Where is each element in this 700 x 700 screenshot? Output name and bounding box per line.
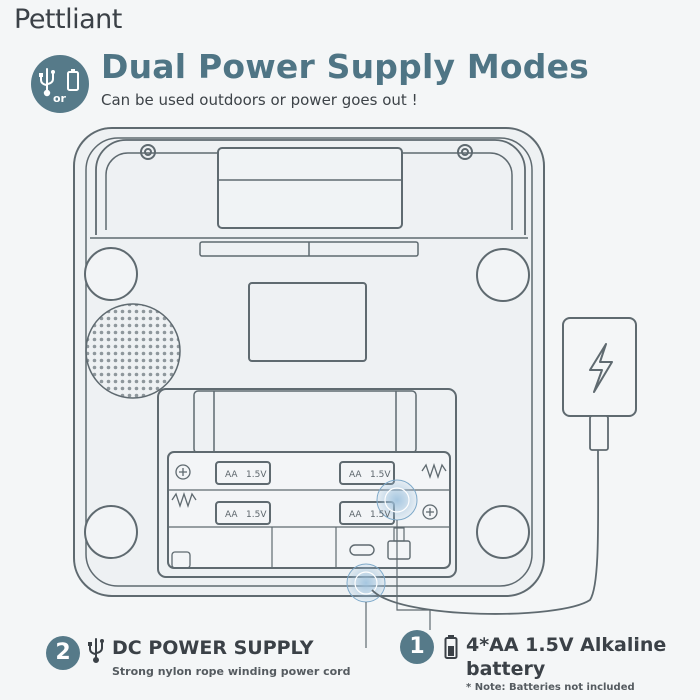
device-inner-edge (85, 137, 533, 587)
usb-icon (39, 68, 55, 97)
svg-text:AA: AA (349, 510, 362, 520)
battery-label-2: AA 1.5V (349, 470, 391, 480)
device-handle (95, 139, 526, 235)
usb-c-port (349, 544, 375, 556)
spring-left (171, 491, 197, 509)
foot-top-left (84, 247, 138, 301)
power-adapter (562, 317, 637, 417)
battery-note: * Note: Batteries not included (466, 682, 635, 693)
usb-icon (88, 638, 104, 663)
dc-number-badge: 2 (46, 636, 80, 670)
battery-slot-1 (215, 461, 271, 485)
label-plate (248, 282, 367, 362)
svg-text:AA: AA (349, 470, 362, 480)
battery-slot-2 (339, 461, 395, 485)
battery-holder (167, 451, 451, 569)
battery-number-badge: 1 (400, 630, 434, 664)
svg-text:1.5V: 1.5V (370, 470, 391, 480)
svg-text:1.5V: 1.5V (246, 470, 267, 480)
handle-screw-left (140, 144, 156, 160)
handle-latch (217, 147, 403, 229)
screw-1 (175, 464, 191, 480)
power-cord (371, 447, 600, 615)
foot-bottom-left (84, 505, 138, 559)
svg-text:1.5V: 1.5V (370, 510, 391, 520)
foot-bottom-right (476, 505, 530, 559)
page-subtitle: Can be used outdoors or power goes out ! (101, 91, 418, 109)
usb-or-battery-icon: or (39, 68, 79, 105)
svg-text:AA: AA (225, 510, 238, 520)
speaker-grille-icon (86, 304, 180, 398)
brand-logo: Pettliant (14, 4, 122, 35)
adapter-plug (589, 415, 609, 451)
lightning-icon (589, 343, 613, 393)
dc-title: DC POWER SUPPLY (112, 637, 314, 659)
screw-2 (422, 504, 438, 520)
or-label: or (53, 92, 67, 105)
spring-right (421, 462, 447, 480)
battery-label-1: AA 1.5V (225, 470, 267, 480)
dc-subtitle: Strong nylon rope winding power cord (112, 665, 351, 678)
battery-icon (67, 69, 79, 91)
handle-screw-right (457, 144, 473, 160)
power-modes-badge: or (31, 55, 89, 113)
battery-callout-line (396, 520, 430, 611)
battery-icon (444, 635, 458, 659)
battery-label-3: AA 1.5V (225, 510, 267, 520)
svg-text:AA: AA (225, 470, 238, 480)
foot-top-right (476, 248, 530, 302)
battery-slot-3 (215, 501, 271, 525)
svg-text:1.5V: 1.5V (246, 510, 267, 520)
battery-label-4: AA 1.5V (349, 510, 391, 520)
battery-title: 4*AA 1.5V Alkaline battery (466, 634, 667, 680)
page-title: Dual Power Supply Modes (101, 47, 590, 86)
